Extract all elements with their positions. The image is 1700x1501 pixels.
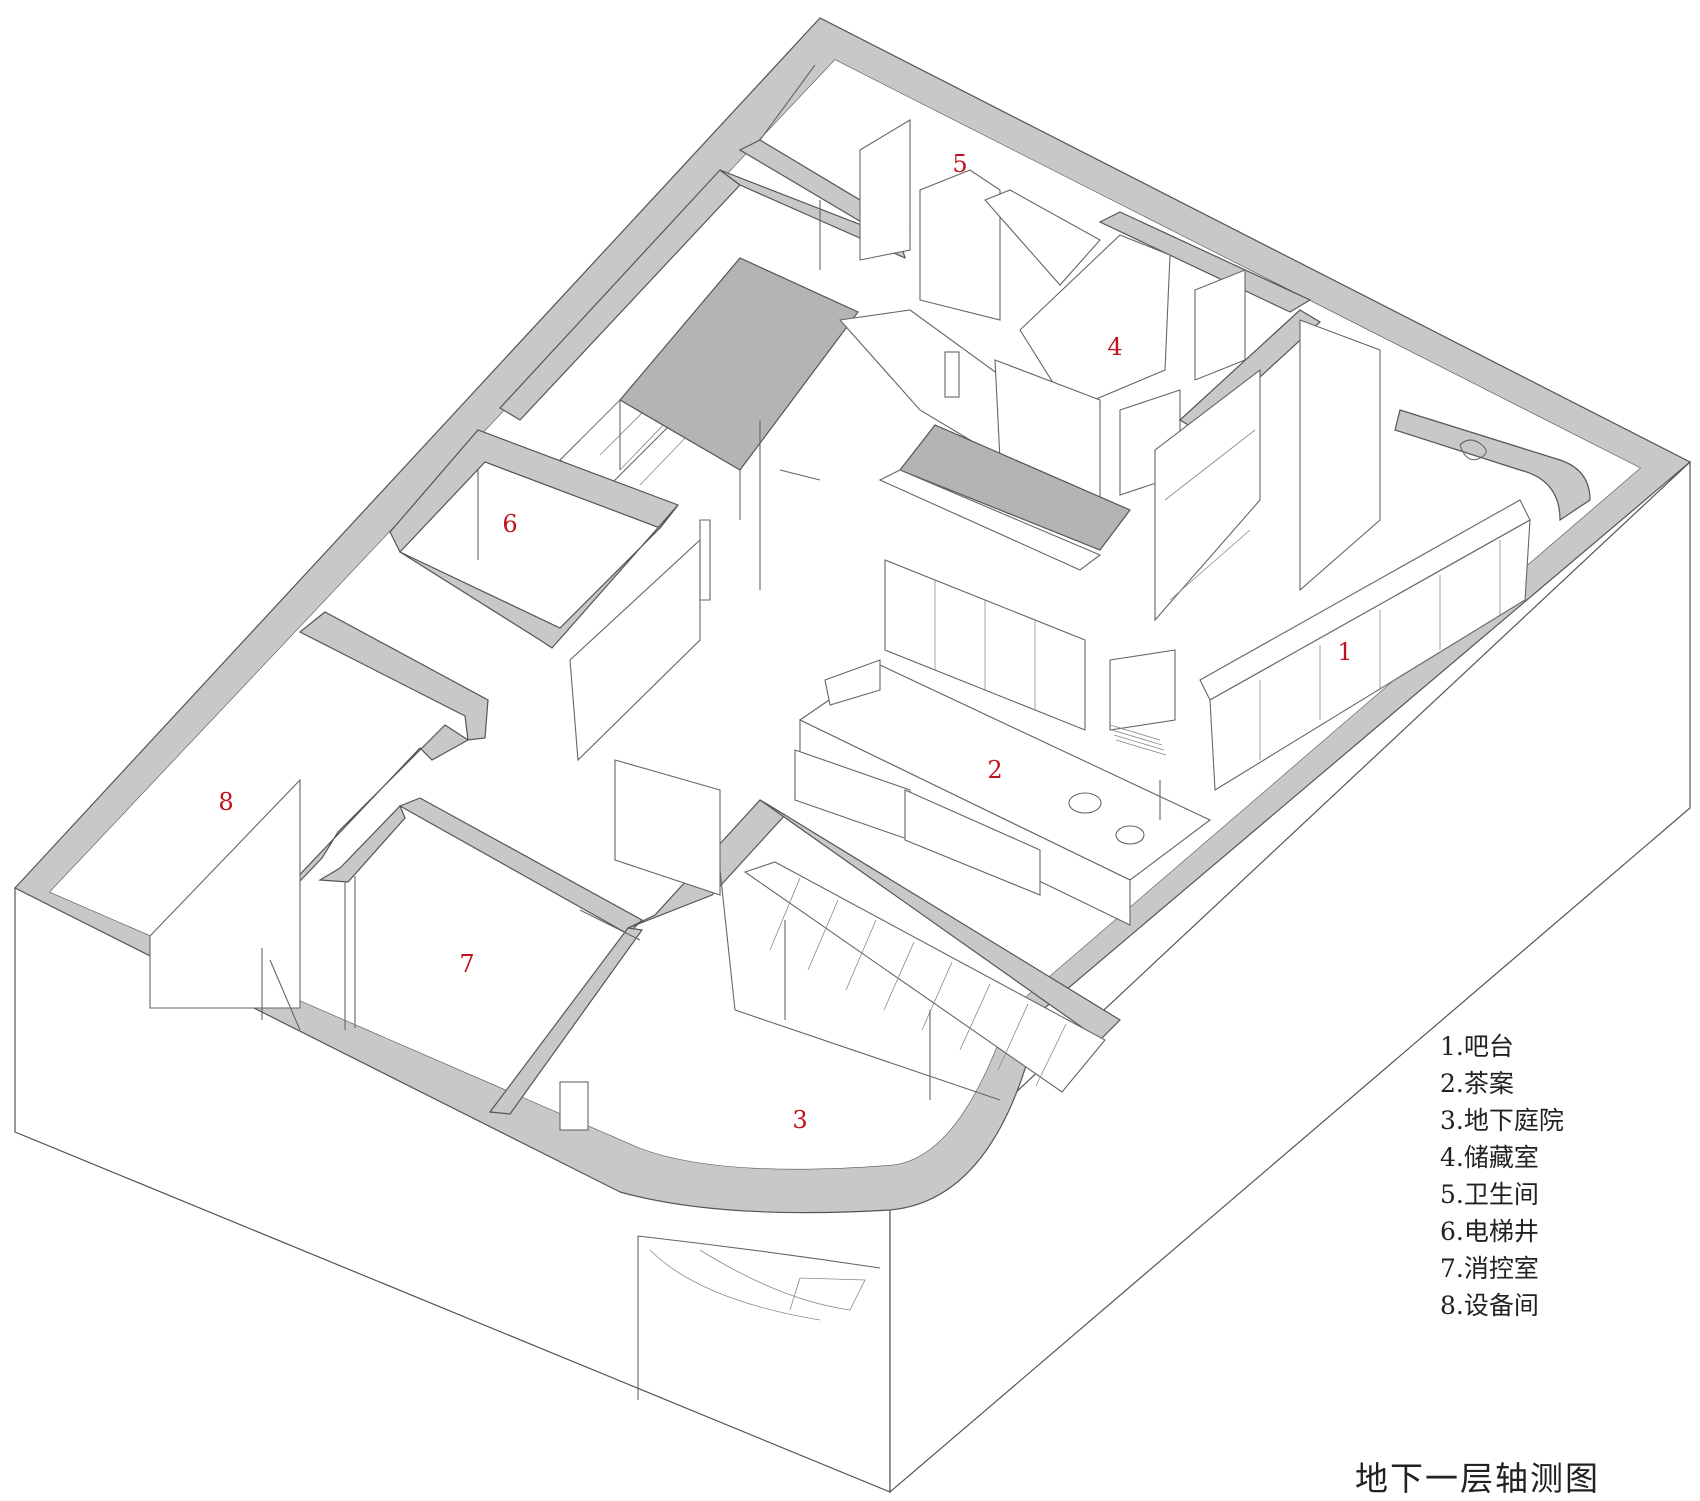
legend-item-elevator-shaft: 6.电梯井 xyxy=(1440,1217,1539,1246)
outer-wall-sides xyxy=(14,460,1691,1494)
room-6-walls xyxy=(389,429,679,649)
room-label-basement-courtyard: 3 xyxy=(792,1106,807,1134)
bar-counter xyxy=(1154,319,1591,791)
room-label-tea-table: 2 xyxy=(987,756,1002,784)
legend-item-storage-room: 4.储藏室 xyxy=(1440,1143,1539,1172)
room-label-restroom: 5 xyxy=(952,150,967,178)
room-7-walls xyxy=(344,797,644,1131)
legend-item-fire-control-room: 7.消控室 xyxy=(1440,1254,1539,1283)
legend-item-bar: 1.吧台 xyxy=(1440,1032,1514,1061)
room-5-restroom xyxy=(738,64,1101,321)
stair-block xyxy=(499,169,906,520)
room-8-walls xyxy=(149,611,489,1031)
room-label-bar: 1 xyxy=(1337,638,1352,666)
legend-item-restroom: 5.卫生间 xyxy=(1440,1180,1539,1209)
tea-table-island xyxy=(794,659,1212,926)
room-label-equipment-room: 8 xyxy=(218,788,233,816)
legend-item-tea-table: 2.茶案 xyxy=(1440,1069,1514,1098)
room-label-storage-room: 4 xyxy=(1107,333,1122,361)
lower-opening xyxy=(637,1235,881,1400)
room-legend: 1.吧台 2.茶案 3.地下庭院 4.储藏室 5.卫生间 6.电梯井 7.消控室… xyxy=(1440,1028,1564,1324)
legend-item-basement-courtyard: 3.地下庭院 xyxy=(1440,1106,1564,1135)
glass-canopy xyxy=(743,861,1106,1100)
room-label-elevator-shaft: 6 xyxy=(502,510,517,538)
drawing-title: 地下一层轴测图 xyxy=(1355,1459,1600,1498)
center-left-partitions xyxy=(569,420,821,896)
room-number-labels: 1 2 3 4 5 6 7 8 xyxy=(218,150,1352,1134)
central-pantry xyxy=(838,309,1176,731)
legend-item-equipment-room: 8.设备间 xyxy=(1440,1291,1539,1320)
room-label-fire-control-room: 7 xyxy=(459,950,474,978)
